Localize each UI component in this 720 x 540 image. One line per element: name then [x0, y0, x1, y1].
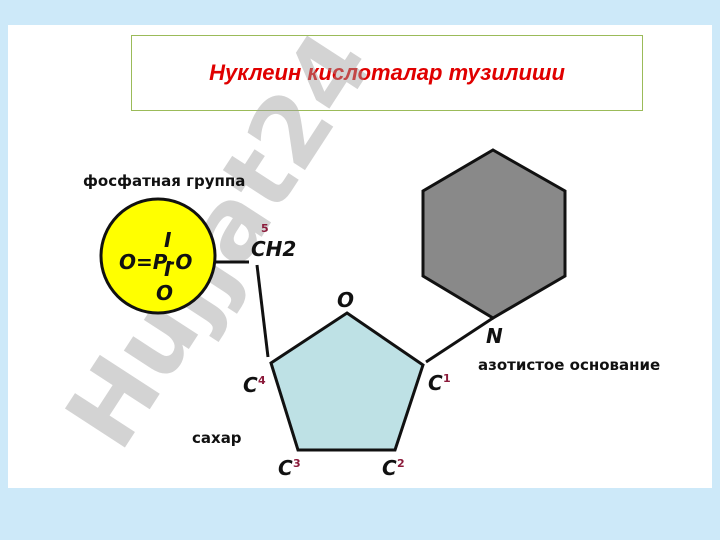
carbon-index: 1: [443, 372, 451, 385]
phosphate-circle: [99, 197, 217, 315]
sugar-pentagon: [269, 311, 425, 452]
carbon-symbol: C: [243, 373, 258, 397]
ring-oxygen: O: [337, 288, 354, 312]
carbon-c4: C 4: [243, 373, 266, 397]
carbon-symbol: C: [428, 371, 443, 395]
carbon-index: 2: [397, 457, 405, 470]
ch2-label: CH2: [251, 237, 296, 261]
phosphate-bond-top: I: [164, 228, 172, 252]
phosphate-group-label: фосфатная группа: [83, 172, 245, 190]
carbon-symbol: C: [382, 456, 397, 480]
ch2-c4-bond: [255, 264, 270, 358]
carbon-index: 4: [258, 374, 266, 387]
phosphate-bottom-oxygen: O: [156, 281, 173, 305]
nitrogen-label: N: [486, 324, 503, 348]
ch2-index: 5: [261, 222, 269, 235]
slide-title: Нуклеин кислоталар тузилиши: [209, 60, 565, 85]
carbon-c1: C 1: [428, 371, 451, 395]
carbon-symbol: C: [278, 456, 293, 480]
carbon-c3: C 3: [278, 456, 301, 480]
sugar-label: сахар: [192, 429, 242, 447]
carbon-index: 3: [293, 457, 301, 470]
nitrogen-base-hexagon: [421, 148, 567, 320]
phosphate-bond-bottom: I: [164, 257, 172, 281]
title-box: Нуклеин кислоталар тузилиши: [131, 35, 643, 111]
carbon-c2: C 2: [382, 456, 405, 480]
nitrogen-base-label: азотистое основание: [478, 356, 660, 374]
n-c1-bond: [425, 316, 494, 364]
phosphate-formula: O=P-O: [119, 250, 192, 274]
